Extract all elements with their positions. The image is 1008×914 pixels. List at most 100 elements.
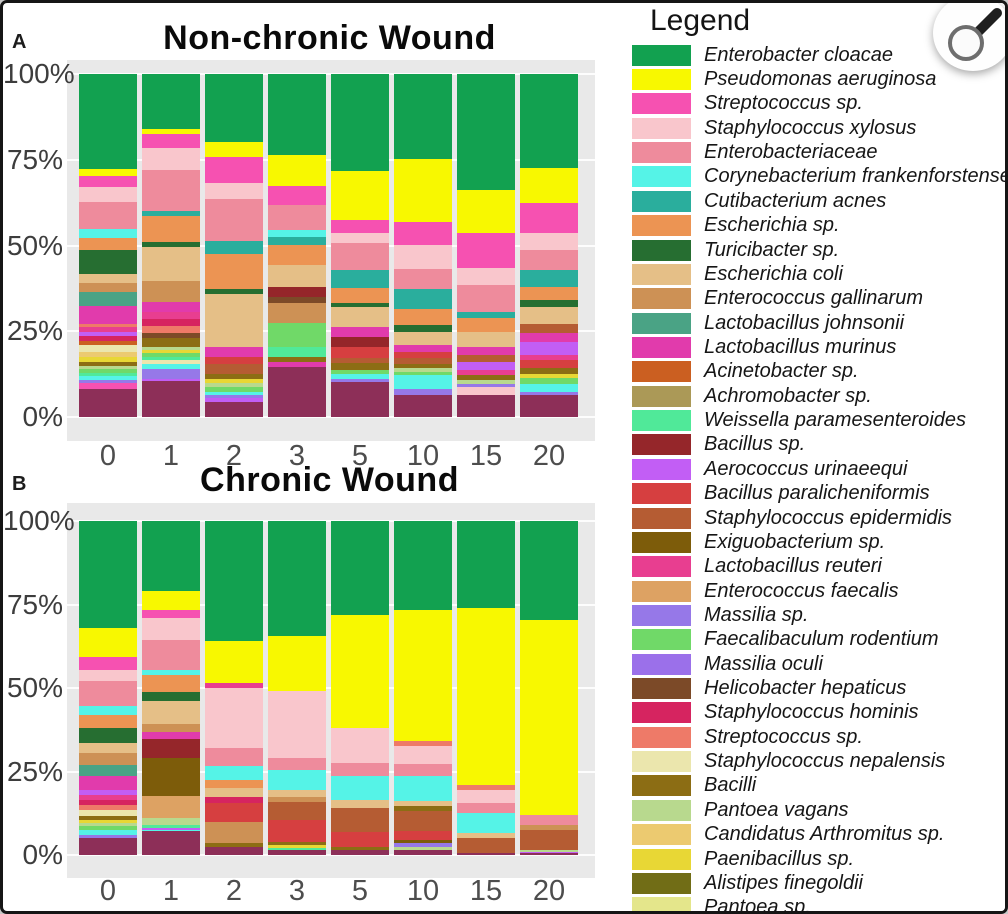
bar-segment — [142, 692, 200, 701]
bar-segment — [520, 395, 578, 417]
bar-segment — [394, 268, 452, 289]
bar-segment — [457, 383, 515, 387]
bar-segment — [331, 763, 389, 777]
bar-segment — [394, 839, 452, 844]
bar-segment — [331, 74, 389, 172]
magnifier-icon[interactable] — [933, 3, 1005, 71]
bar-segment — [457, 803, 515, 814]
legend-label: Enterococcus gallinarum — [704, 287, 923, 310]
panel-b-label: B — [12, 473, 27, 495]
x-tick-label: 20 — [532, 440, 566, 472]
bar-segment — [457, 838, 515, 854]
y-tick-label: 50% — [6, 672, 63, 703]
legend-entry: Aerococcus urinaeequi — [624, 457, 1005, 481]
bar-segment — [205, 374, 263, 380]
bar-segment — [79, 714, 137, 729]
bar-segment — [394, 776, 452, 802]
legend-entry: Bacillus sp. — [624, 433, 1005, 457]
bar-segment — [79, 743, 137, 754]
bar-segment — [142, 724, 200, 733]
bar-segment — [394, 351, 452, 359]
bar-segment — [331, 370, 389, 375]
bar-segment — [457, 375, 515, 381]
bar-segment — [142, 74, 200, 129]
bar-segment — [142, 732, 200, 740]
stacked-bar-week-15 — [457, 521, 515, 855]
legend-entry: Corynebacterium frankenforstense — [624, 165, 1008, 189]
legend-entry: Helicobacter hepaticus — [624, 676, 1005, 700]
bar-segment — [331, 363, 389, 371]
bar-segment — [457, 346, 515, 356]
bar-segment — [79, 344, 137, 352]
bar-segment — [205, 289, 263, 295]
bar-segment — [79, 789, 137, 795]
bar-segment — [520, 360, 578, 369]
bar-segment — [331, 849, 389, 855]
stacked-bar-week-10 — [394, 74, 452, 417]
legend-label: Paenibacillus sp. — [704, 847, 855, 870]
bar-segment — [268, 286, 326, 297]
legend-entry: Lactobacillus reuteri — [624, 555, 1005, 579]
legend-entry: Acinetobacter sp. — [624, 360, 1005, 384]
legend-swatch — [632, 385, 691, 407]
stacked-bar-week-0 — [79, 521, 137, 855]
legend-label: Corynebacterium frankenforstense — [704, 165, 1008, 188]
bar-segment — [520, 521, 578, 620]
legend-label: Exiguobacterium sp. — [704, 530, 886, 553]
bar-segment — [205, 682, 263, 688]
bar-segment — [205, 803, 263, 822]
bar-segment — [142, 312, 200, 320]
bar-segment — [79, 379, 137, 384]
bar-segment — [142, 824, 200, 829]
bars-b — [79, 521, 578, 855]
bar-segment — [268, 245, 326, 265]
legend-entry: Streptococcus sp. — [624, 725, 1005, 749]
bar-segment — [520, 368, 578, 374]
legend-swatch — [632, 580, 691, 602]
gridline — [67, 854, 595, 856]
legend-swatch — [632, 653, 691, 675]
bar-segment — [142, 739, 200, 758]
bar-segment — [205, 521, 263, 642]
x-tick-label: 15 — [469, 440, 503, 472]
bar-segment — [520, 341, 578, 356]
bar-segment — [520, 853, 578, 855]
bar-segment — [457, 833, 515, 839]
bar-segment — [79, 809, 137, 817]
legend-title: Legend — [650, 4, 751, 37]
legend-swatch — [632, 410, 691, 432]
bar-segment — [205, 157, 263, 183]
legend-entry: Staphylococcus epidermidis — [624, 506, 1005, 530]
bar-segment — [205, 687, 263, 749]
bar-segment — [394, 843, 452, 847]
bar-segment — [79, 202, 137, 229]
legend-label: Massilia oculi — [704, 652, 823, 675]
stacked-bar-week-1 — [142, 521, 200, 855]
y-tick-label: 0% — [22, 401, 63, 432]
bar-segment — [331, 728, 389, 764]
bar-segment — [79, 521, 137, 628]
y-axis-a: 100%75%50%25%0% — [3, 60, 75, 432]
legend-swatch — [632, 93, 691, 115]
x-tick-label: 2 — [225, 875, 243, 907]
bar-segment — [142, 817, 200, 825]
bar-segment — [142, 350, 200, 354]
bar-segment — [142, 363, 200, 369]
legend-swatch — [632, 726, 691, 748]
x-tick-label: 3 — [288, 875, 306, 907]
bar-segment — [394, 388, 452, 396]
bar-segment — [457, 853, 515, 855]
bar-segment — [457, 311, 515, 319]
bar-segment — [268, 801, 326, 820]
bar-segment — [79, 823, 137, 827]
legend-swatch — [632, 483, 691, 505]
bar-segment — [457, 386, 515, 396]
legend-swatch — [632, 507, 691, 529]
bar-segment — [520, 378, 578, 384]
bar-segment — [457, 813, 515, 834]
bar-segment — [520, 250, 578, 270]
bar-segment — [79, 829, 137, 835]
bar-segment — [457, 355, 515, 362]
bar-segment — [394, 331, 452, 346]
legend-entry: Massilia oculi — [624, 652, 1005, 676]
